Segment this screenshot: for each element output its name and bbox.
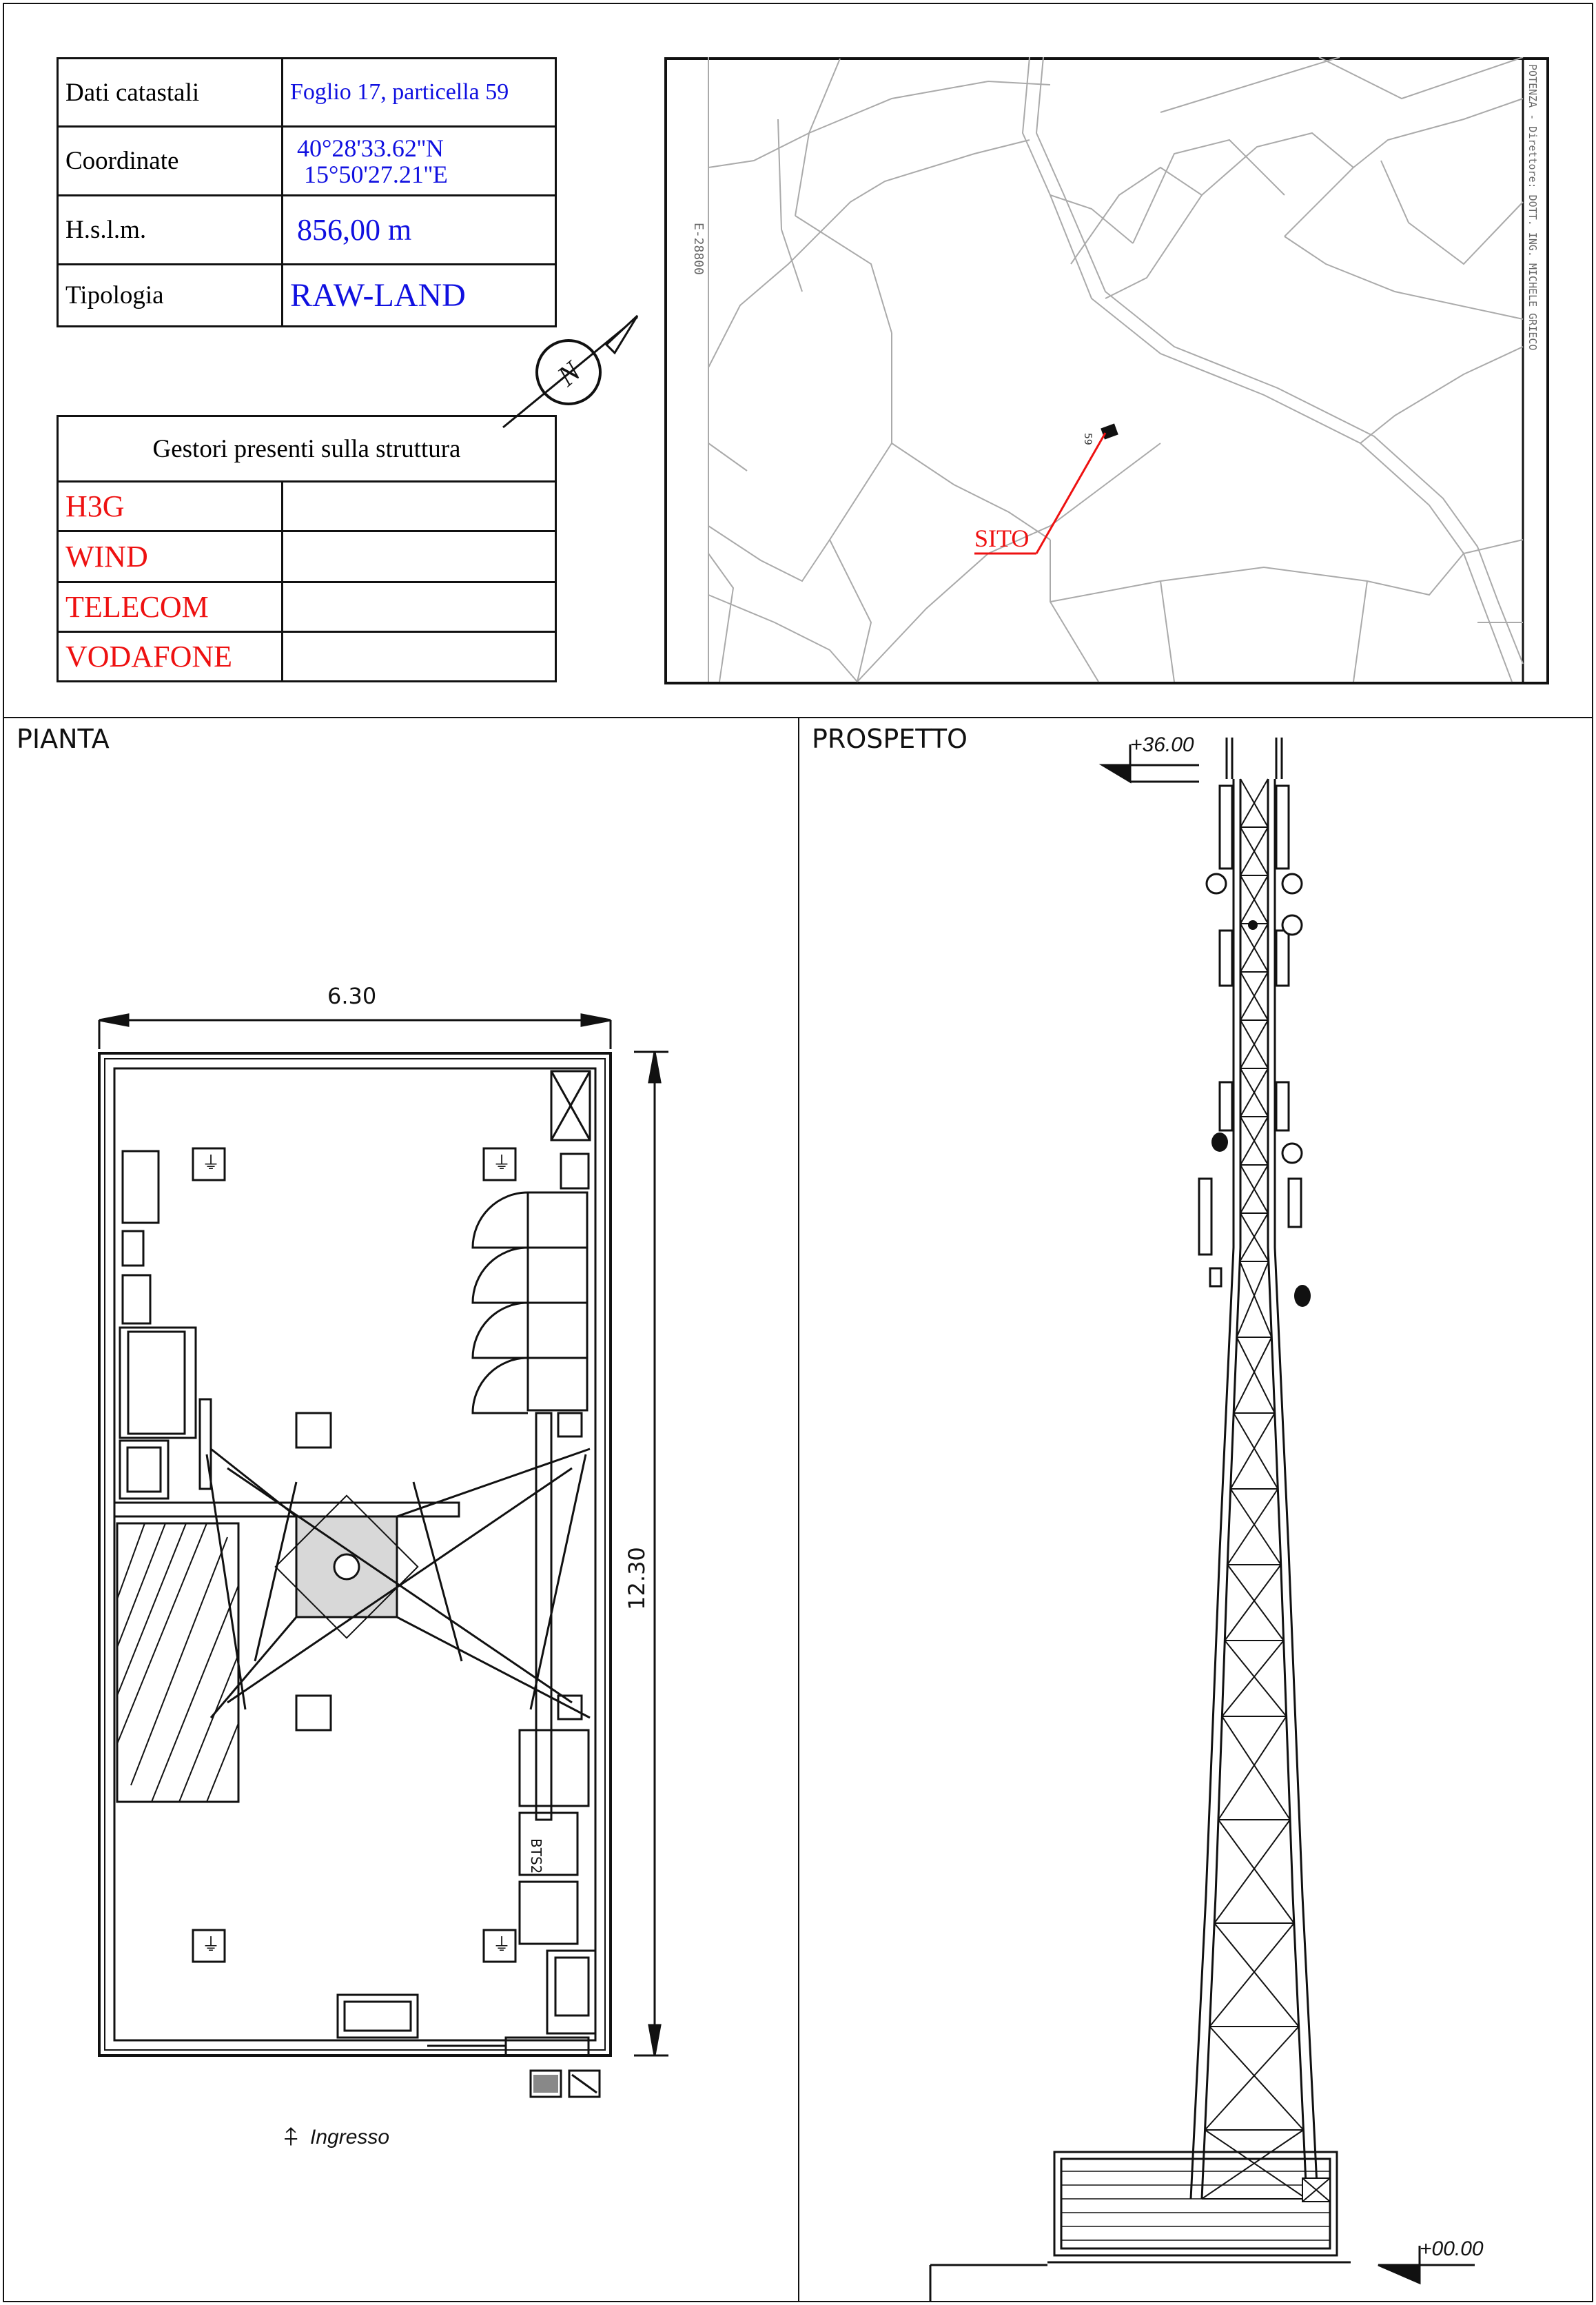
brace-line bbox=[1227, 1488, 1279, 1565]
info-value: RAW-LAND bbox=[281, 263, 557, 327]
brace-line bbox=[1214, 1819, 1291, 1924]
brace-line bbox=[1240, 923, 1269, 973]
svg-text:⏚: ⏚ bbox=[493, 1153, 511, 1174]
brace-line bbox=[1229, 1488, 1282, 1565]
plan-height-dimension: 12.30 bbox=[624, 1547, 650, 1610]
brace-line bbox=[1240, 778, 1269, 828]
brace-line bbox=[1240, 1068, 1269, 1117]
brace-line bbox=[1209, 1922, 1295, 2027]
info-label: H.s.l.m. bbox=[57, 194, 283, 265]
brace-line bbox=[1240, 826, 1269, 876]
panel-divider bbox=[798, 717, 799, 2302]
plan-width-dimension: 6.30 bbox=[327, 986, 376, 1009]
map-coordinate-text: E-28800 bbox=[691, 223, 706, 275]
brace-line bbox=[1239, 1212, 1269, 1262]
svg-text:⏚: ⏚ bbox=[493, 1935, 511, 1956]
base-level-label: +00.00 bbox=[1420, 2237, 1484, 2260]
entrance-label: Ingresso bbox=[310, 2126, 389, 2149]
map-side-text: POTENZA - Direttore: DOTT. ING. MICHELE … bbox=[1526, 64, 1539, 350]
brace-line bbox=[1204, 2129, 1307, 2200]
operator-cell bbox=[281, 480, 557, 532]
brace-line bbox=[1240, 875, 1269, 924]
brace-line bbox=[1240, 1116, 1269, 1166]
brace-line bbox=[1209, 2026, 1305, 2131]
info-label: Tipologia bbox=[57, 263, 283, 327]
longitude-text: 15°50'27.21''E bbox=[304, 160, 448, 188]
info-label: Dati catastali bbox=[57, 57, 283, 128]
tower-elevation-drawing: +36.00 +00.00 bbox=[929, 733, 1484, 2302]
entrance-arrow-icon: ⍏ bbox=[284, 2123, 299, 2151]
operator-name: H3G bbox=[57, 480, 283, 532]
brace-line bbox=[1233, 1337, 1273, 1414]
north-arrow-icon: N bbox=[502, 314, 639, 429]
operator-cell bbox=[281, 581, 557, 633]
fence-mesh bbox=[1061, 2171, 1330, 2241]
operator-cell bbox=[281, 530, 557, 583]
plan-title: PIANTA bbox=[17, 724, 110, 754]
parcel-lines bbox=[708, 57, 1524, 682]
cadastral-info-table: Dati catastali Foglio 17, particella 59 … bbox=[57, 57, 557, 327]
latitude-text: 40°28'33.62''N bbox=[297, 134, 444, 162]
brace-line bbox=[1221, 1640, 1285, 1717]
info-label: Coordinate bbox=[57, 125, 283, 196]
coordinates-value: 40°28'33.62''N 15°50'27.21''E bbox=[281, 125, 557, 196]
brace-line bbox=[1227, 1564, 1285, 1641]
brace-line bbox=[1240, 971, 1269, 1021]
elevation-title: PROSPETTO bbox=[812, 724, 968, 754]
svg-text:⏚: ⏚ bbox=[202, 1153, 220, 1174]
brace-line bbox=[1214, 1922, 1300, 2027]
operator-name: VODAFONE bbox=[57, 631, 283, 682]
brace-line bbox=[1236, 1337, 1276, 1414]
bts-label: BTS2 bbox=[528, 1838, 544, 1874]
site-plan-drawing: ⏚ ⏚ ⏚ ⏚ 6.30 12.30 BTS2 Ingresso ⍏ bbox=[98, 986, 668, 2151]
north-label: N bbox=[551, 355, 588, 393]
operators-header: Gestori presenti sulla struttura bbox=[57, 415, 557, 483]
brace-line bbox=[1233, 1412, 1279, 1490]
parcel-label: 59 bbox=[1082, 433, 1093, 445]
brace-line bbox=[1218, 1716, 1287, 1820]
operator-name: WIND bbox=[57, 530, 283, 583]
top-level-label: +36.00 bbox=[1130, 733, 1194, 756]
brace-line bbox=[1204, 2026, 1300, 2131]
brace-line bbox=[1224, 1640, 1287, 1717]
brace-line bbox=[1240, 1164, 1269, 1214]
tower-lattice bbox=[1201, 778, 1307, 2200]
info-value: 856,00 m bbox=[281, 194, 557, 265]
site-label: SITO bbox=[974, 525, 1029, 552]
cadastral-map: 59 SITO POTENZA - Direttore: DOTT. ING. … bbox=[664, 57, 1549, 684]
brace-line bbox=[1236, 1261, 1269, 1338]
brace-line bbox=[1201, 2129, 1305, 2200]
brace-line bbox=[1239, 1261, 1273, 1338]
brace-line bbox=[1229, 1412, 1276, 1490]
operator-cell bbox=[281, 631, 557, 682]
info-value: Foglio 17, particella 59 bbox=[281, 57, 557, 128]
operators-table: Gestori presenti sulla struttura H3G WIN… bbox=[57, 415, 557, 682]
antenna-group bbox=[1198, 784, 1303, 1288]
svg-text:⏚: ⏚ bbox=[202, 1935, 220, 1956]
brace-line bbox=[1221, 1716, 1291, 1820]
brace-line bbox=[1218, 1819, 1295, 1924]
operator-name: TELECOM bbox=[57, 581, 283, 633]
brace-line bbox=[1240, 1019, 1269, 1069]
brace-line bbox=[1224, 1564, 1282, 1641]
